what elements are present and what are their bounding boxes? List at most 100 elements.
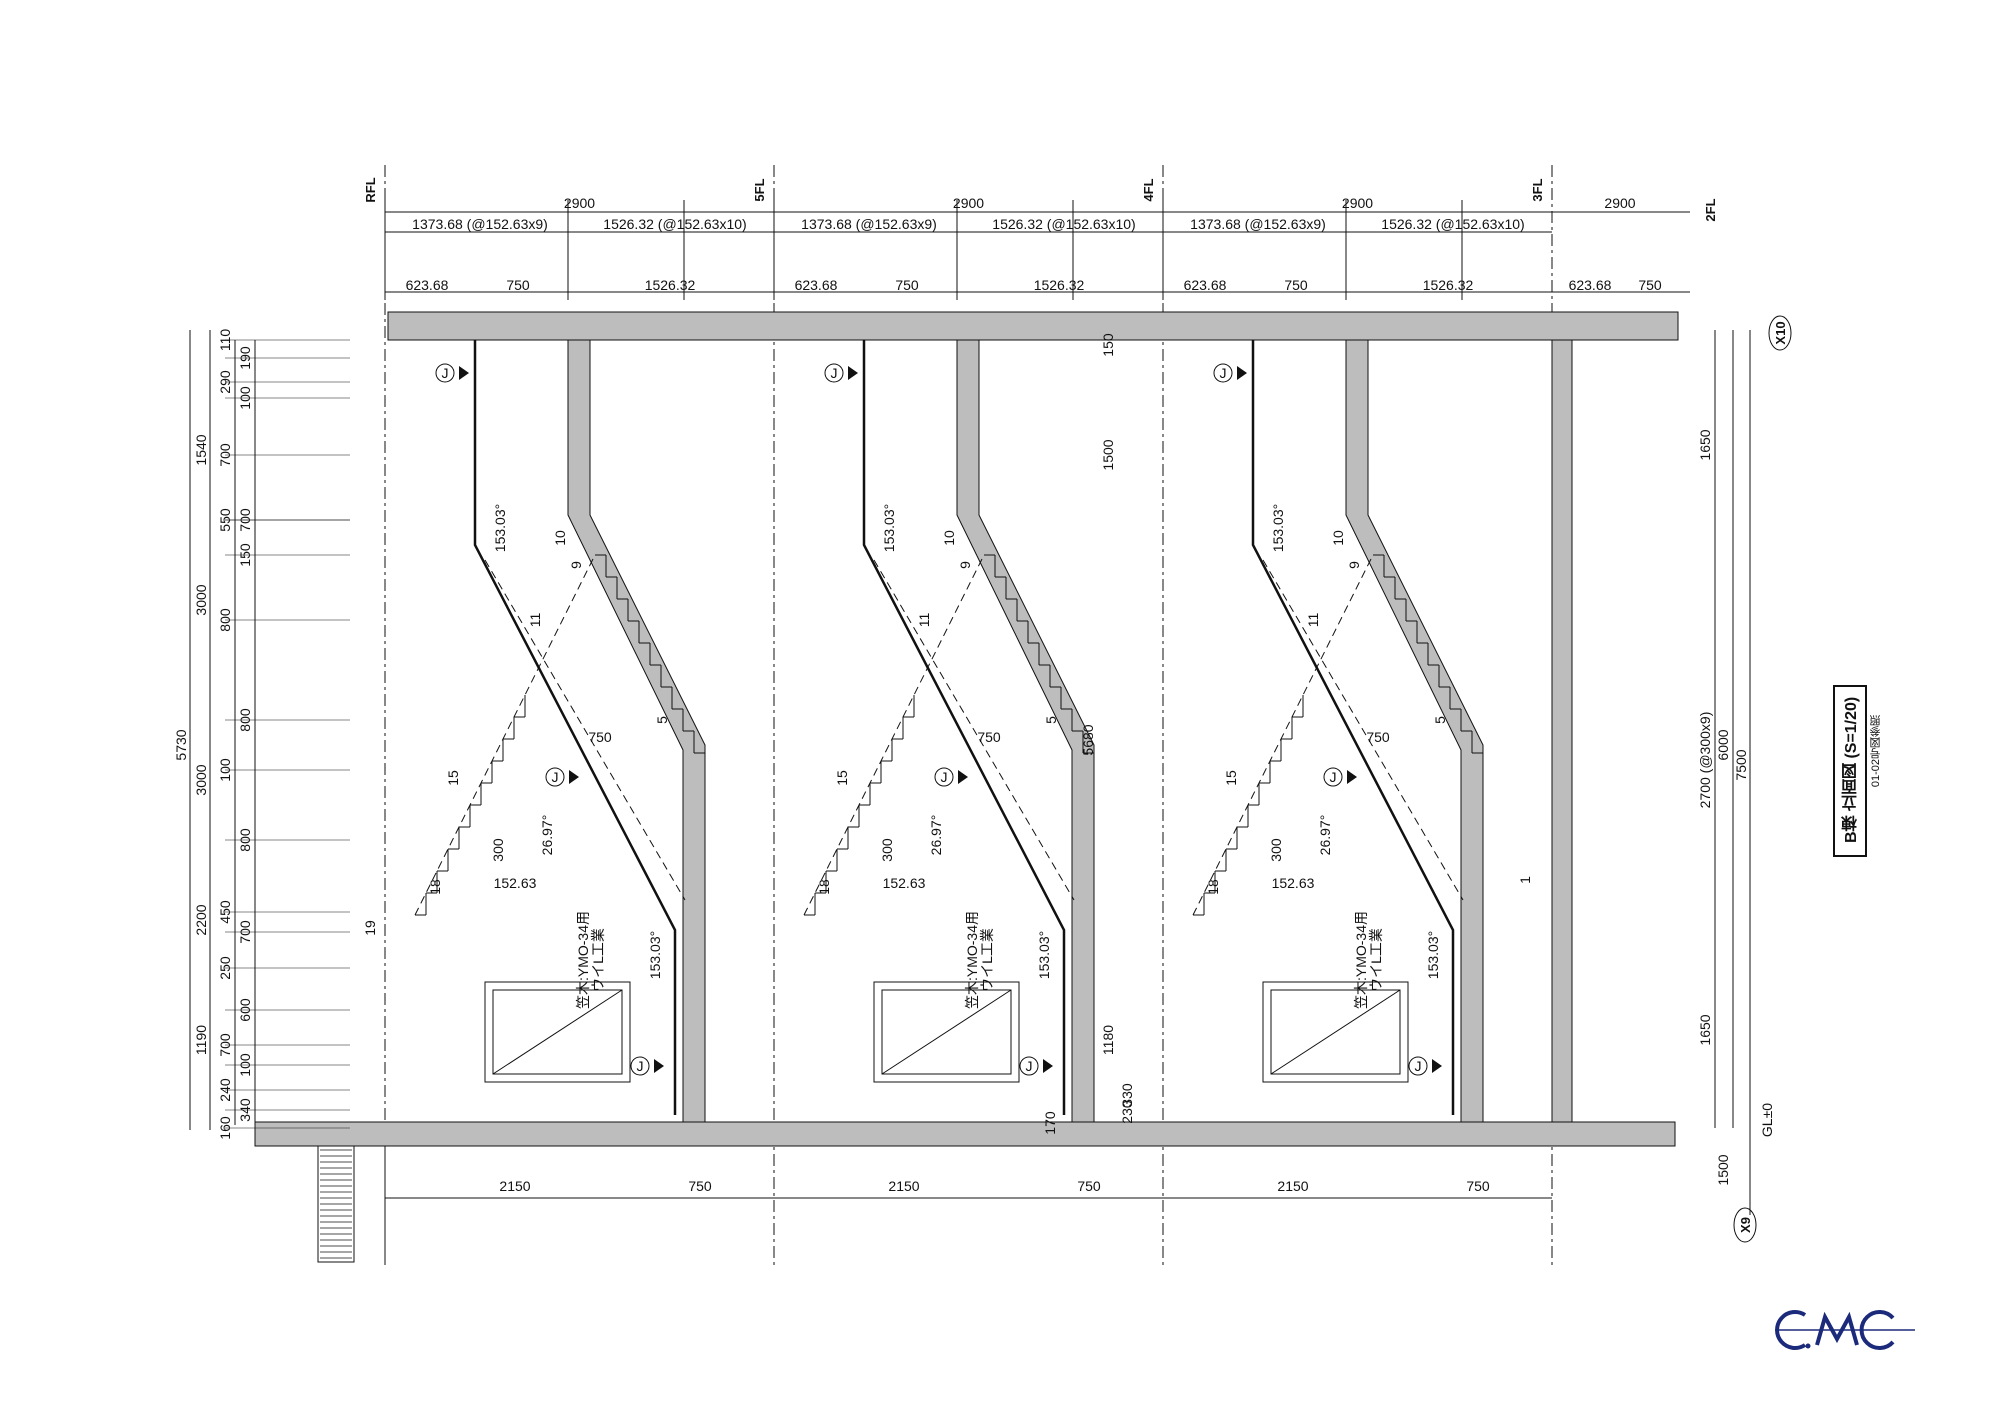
bracket-tag: J (637, 1058, 644, 1074)
step-number: 19 (362, 920, 378, 936)
stair-stringer (1262, 559, 1464, 901)
window-diagonal (881, 989, 1012, 1075)
pit-wall (317, 1145, 355, 1263)
step-number: 5 (1432, 716, 1448, 724)
cmc-logo-icon (1775, 1310, 1915, 1350)
dim-sub: 1526.32 (@152.63x10) (603, 216, 746, 232)
dim-extra: 1180 (1100, 1025, 1116, 1055)
angle-label: 153.03° (1270, 504, 1286, 552)
step-number: 15 (834, 770, 850, 786)
dim-detail: 1526.32 (1034, 277, 1085, 293)
grid-label-x9: X9 (1738, 1217, 1753, 1233)
dim-bottom: 2150 (1277, 1178, 1308, 1194)
tag-arrow-icon (1347, 770, 1357, 784)
ground-tag: GL±0 (1759, 1103, 1775, 1137)
dim-sub: 1373.68 (@152.63x9) (412, 216, 548, 232)
dim-bottom: 750 (688, 1178, 712, 1194)
dim-extra: 330 (1119, 1083, 1135, 1107)
dim-sub: 1526.32 (@152.63x10) (992, 216, 1135, 232)
bracket-tag: J (1220, 365, 1227, 381)
dim-right: 6000 (1715, 729, 1731, 760)
bracket-tag-icon (1019, 1056, 1039, 1076)
dim-right: 1650 (1697, 429, 1713, 460)
bracket-tag: J (941, 769, 948, 785)
stair-stringer (484, 559, 686, 901)
dim-detail: 750 (1284, 277, 1308, 293)
handrail-note: ウイL工業 (1368, 928, 1384, 992)
window-frame (873, 981, 1020, 1083)
tread-label: 152.63 (883, 875, 926, 891)
handrail-note: 笠木:YMO-34用 (1353, 911, 1369, 1009)
dim-left-b: 1190 (193, 1025, 209, 1055)
dim-bottom: 750 (1077, 1178, 1101, 1194)
floor-slab (254, 1121, 1676, 1147)
bracket-tag-icon (435, 363, 455, 383)
angle-label: 153.03° (647, 931, 663, 979)
dim-left-b: 2200 (193, 904, 209, 935)
bracket-tag: J (1415, 1058, 1422, 1074)
bracket-tag-icon (630, 1056, 650, 1076)
window-inner (881, 989, 1012, 1075)
dim-extra: 230 (1119, 1100, 1135, 1124)
dim-span: 2900 (1342, 195, 1373, 211)
step-number: 18 (816, 879, 832, 895)
window-diagonal (492, 989, 623, 1075)
dim-bottom: 750 (1466, 1178, 1490, 1194)
dim-bottom: 2150 (888, 1178, 919, 1194)
step-number: 5 (654, 716, 670, 724)
riser-label: 300 (490, 838, 506, 862)
dim-detail: 623.68 (406, 277, 449, 293)
dim-span: 2900 (953, 195, 984, 211)
dim-detail: 750 (506, 277, 530, 293)
dim-sub: 1373.68 (@152.63x9) (801, 216, 937, 232)
step-number: 1 (1517, 876, 1533, 884)
dim-sub: 1526.32 (@152.63x10) (1381, 216, 1524, 232)
bracket-tag: J (1026, 1058, 1033, 1074)
window-diagonal (1270, 989, 1401, 1075)
dim-left-b: 3000 (193, 584, 209, 615)
dim-detail: 623.68 (1569, 277, 1612, 293)
bracket-tag-icon (934, 767, 954, 787)
level-label: RFL (363, 177, 378, 202)
dim-left-b: 3000 (193, 764, 209, 795)
stair-stringer (803, 554, 985, 916)
step-number: 11 (1305, 613, 1321, 628)
dim-detail: 1526.32 (1423, 277, 1474, 293)
sheet-subtitle: 01-02号図参照 (1870, 715, 1882, 788)
tread-label: 152.63 (494, 875, 537, 891)
window-inner (1270, 989, 1401, 1075)
handrail-note: 笠木:YMO-34用 (964, 911, 980, 1009)
dim-right: 7500 (1733, 749, 1749, 780)
tag-arrow-icon (958, 770, 968, 784)
dim-extra: 5680 (1080, 724, 1096, 755)
sheet-title: B棟 立面図 (S=1/20) (1843, 696, 1860, 844)
bracket-tag: J (831, 365, 838, 381)
dim-detail: 623.68 (1184, 277, 1227, 293)
dim-sub: 1373.68 (@152.63x9) (1190, 216, 1326, 232)
dim-detail: 1526.32 (645, 277, 696, 293)
dim-right: 1650 (1697, 1014, 1713, 1045)
stair-stringer (414, 554, 596, 916)
landing-label: 750 (588, 729, 612, 745)
bracket-tag-icon (824, 363, 844, 383)
angle-label: 153.03° (1036, 931, 1052, 979)
ceiling-slab (387, 311, 1679, 341)
dim-detail: 623.68 (795, 277, 838, 293)
bracket-tag-icon (545, 767, 565, 787)
dim-bottom: 2150 (499, 1178, 530, 1194)
window-inner (492, 989, 623, 1075)
grid-label-x10: X10 (1773, 321, 1788, 344)
handrail-note: ウイL工業 (979, 928, 995, 992)
dim-detail: 750 (1638, 277, 1662, 293)
stair-wall (956, 339, 1095, 1123)
dim-span: 2900 (564, 195, 595, 211)
tag-arrow-icon (1043, 1059, 1053, 1073)
dim-right: 2700 (@300x9) (1697, 712, 1713, 809)
angle-label: 153.03° (881, 504, 897, 552)
tag-arrow-icon (1432, 1059, 1442, 1073)
angle-label: 153.03° (492, 504, 508, 552)
slope-angle: 26.97° (1317, 815, 1333, 856)
angle-label: 153.03° (1425, 931, 1441, 979)
